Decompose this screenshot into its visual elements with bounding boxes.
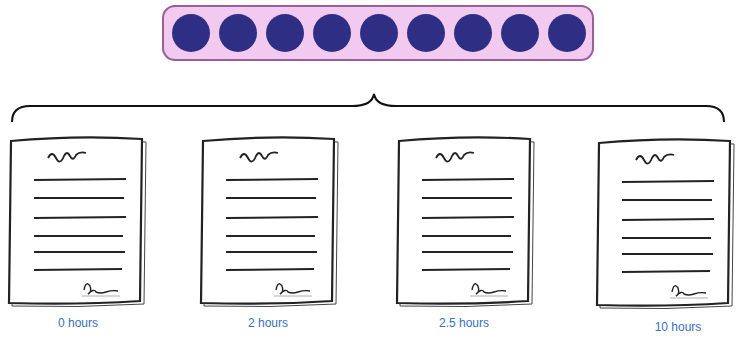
document-icon xyxy=(9,137,146,306)
curly-brace xyxy=(12,94,724,122)
document-icon xyxy=(397,137,534,306)
document-icon xyxy=(201,137,338,306)
vector-cells xyxy=(172,14,586,52)
time-label: 2 hours xyxy=(248,316,288,330)
time-label: 0 hours xyxy=(58,316,98,330)
time-label: 10 hours xyxy=(655,320,702,334)
vector-bar xyxy=(163,6,593,60)
document-icon xyxy=(597,139,734,308)
time-label: 2.5 hours xyxy=(439,316,489,330)
